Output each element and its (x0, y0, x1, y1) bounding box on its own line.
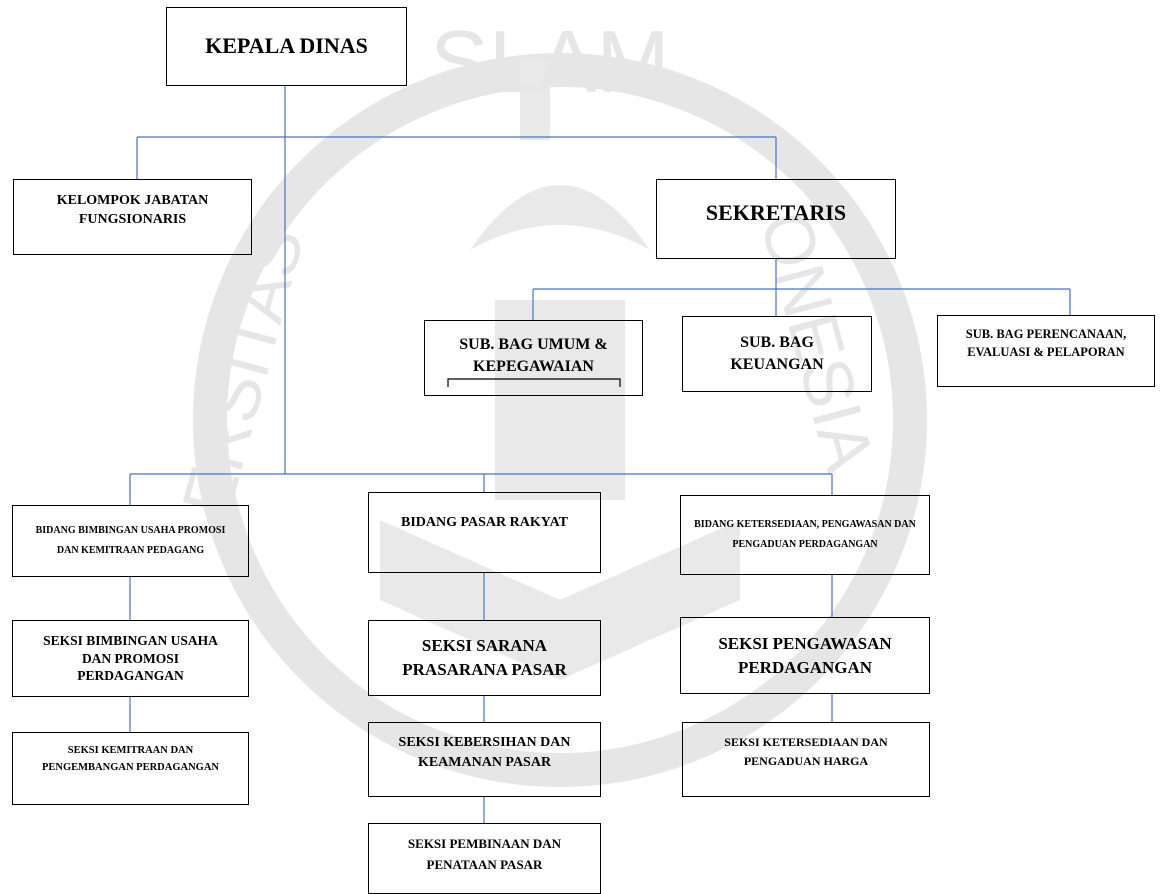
seksi-ketersediaan-label: SEKSI KETERSEDIAAN DAN PENGADUAN HARGA (724, 735, 888, 769)
seksi-kemitraan-box: SEKSI KEMITRAAN DAN PENGEMBANGAN PERDAGA… (12, 732, 249, 805)
seksi-ketersediaan-box: SEKSI KETERSEDIAAN DAN PENGADUAN HARGA (682, 722, 930, 797)
seksi-kebersihan-label: SEKSI KEBERSIHAN DAN KEAMANAN PASAR (398, 735, 571, 771)
seksi-sarana-box: SEKSI SARANA PRASARANA PASAR (368, 620, 601, 696)
bidang-ketersediaan-box: BIDANG KETERSEDIAAN, PENGAWASAN DAN PENG… (680, 495, 930, 575)
subbag-keuangan-box: SUB. BAG KEUANGAN (682, 316, 872, 392)
subbag-perencanaan-label: SUB. BAG PERENCANAAN, EVALUASI & PELAPOR… (965, 327, 1127, 360)
seksi-bimbingan-label: SEKSI BIMBINGAN USAHA DAN PROMOSI PERDAG… (43, 633, 218, 684)
seksi-pengawasan-box: SEKSI PENGAWASAN PERDAGANGAN (680, 617, 930, 694)
kepala-dinas-label: KEPALA DINAS (205, 33, 368, 58)
seksi-sarana-label: SEKSI SARANA PRASARANA PASAR (402, 636, 567, 679)
bidang-ketersediaan-label: BIDANG KETERSEDIAAN, PENGAWASAN DAN PENG… (694, 519, 916, 550)
subbag-umum-label: SUB. BAG UMUM & KEPEGAWAIAN (459, 335, 608, 375)
seksi-bimbingan-box: SEKSI BIMBINGAN USAHA DAN PROMOSI PERDAG… (12, 620, 249, 697)
sekretaris-label: SEKRETARIS (705, 200, 847, 225)
bidang-bimbingan-label: BIDANG BIMBINGAN USAHA PROMOSI DAN KEMIT… (35, 525, 226, 556)
fungsional-label: KELOMPOK JABATAN FUNGSIONARIS (56, 193, 209, 227)
fungsional-box: KELOMPOK JABATAN FUNGSIONARIS (13, 179, 252, 255)
seksi-pengawasan-label: SEKSI PENGAWASAN PERDAGANGAN (718, 633, 892, 677)
bidang-bimbingan-box: BIDANG BIMBINGAN USAHA PROMOSI DAN KEMIT… (12, 505, 249, 577)
subbag-umum-bracket (447, 378, 621, 387)
kepala-dinas-box: KEPALA DINAS (166, 7, 407, 86)
bidang-pasar-box: BIDANG PASAR RAKYAT (368, 492, 601, 573)
subbag-perencanaan-box: SUB. BAG PERENCANAAN, EVALUASI & PELAPOR… (937, 315, 1155, 387)
seksi-kebersihan-box: SEKSI KEBERSIHAN DAN KEAMANAN PASAR (368, 722, 601, 797)
bidang-pasar-label: BIDANG PASAR RAKYAT (401, 515, 568, 530)
sekretaris-box: SEKRETARIS (656, 179, 896, 259)
seksi-pembinaan-box: SEKSI PEMBINAAN DAN PENATAAN PASAR (368, 823, 601, 894)
seksi-kemitraan-label: SEKSI KEMITRAAN DAN PENGEMBANGAN PERDAGA… (41, 745, 220, 773)
subbag-keuangan-label: SUB. BAG KEUANGAN (730, 333, 824, 373)
seksi-pembinaan-label: SEKSI PEMBINAAN DAN PENATAAN PASAR (407, 836, 562, 872)
watermark-top: SLAM (430, 12, 670, 111)
subbag-umum-box: SUB. BAG UMUM & KEPEGAWAIAN (424, 320, 643, 396)
